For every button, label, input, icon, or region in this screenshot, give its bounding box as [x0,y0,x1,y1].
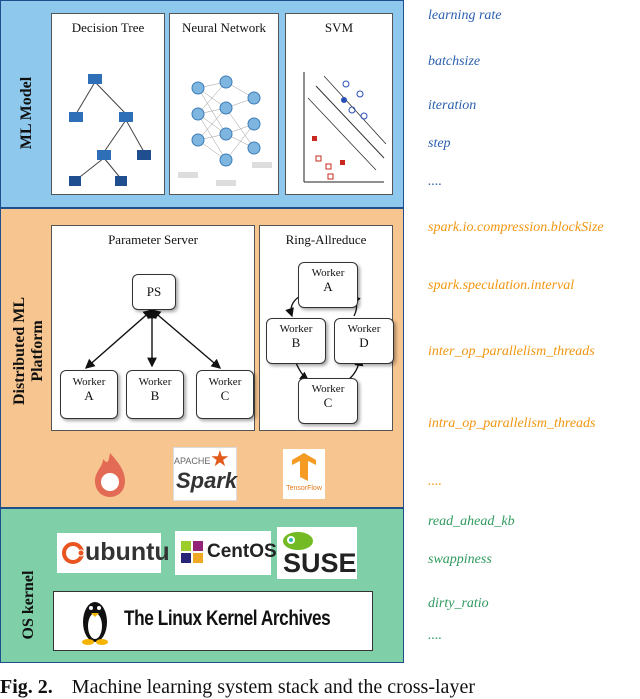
ring-allreduce-title: Ring-Allreduce [285,232,367,247]
svm-plot-icon [303,72,387,183]
param-inter-op-parallelism-threads: inter_op_parallelism_threads [428,344,595,359]
param-os-ellipsis: .... [428,628,442,643]
ml-model-label: ML Model [18,76,35,150]
param-batchsize: batchsize [428,54,481,69]
distributed-ml-platform-label: Distributed ML Platform [11,297,46,405]
figure-label: Fig. 2. [0,676,53,698]
neural-network-icon [178,75,272,186]
ubuntu-circle-icon [62,542,85,564]
suse-logo: SUSE [277,527,357,579]
param-platform-ellipsis: .... [428,474,442,489]
figure-caption-text: Machine learning system stack and the cr… [71,676,475,698]
param-intra-op-parallelism-threads: intra_op_parallelism_threads [428,416,596,431]
ps-worker-c: Worker C [196,370,254,419]
ring-worker-b: Worker B [266,318,326,364]
ring-worker-d: Worker D [334,318,394,364]
linux-kernel-archives-banner: The Linux Kernel Archives [53,591,373,651]
ubuntu-logo: ubuntu [57,533,170,573]
neural-network-panel: Neural Network [169,13,279,195]
parameter-server-arrows [84,308,222,369]
param-learning-rate: learning rate [428,8,502,23]
decision-tree-icon [69,74,151,186]
ps-worker-a: Worker A [60,370,118,419]
ring-worker-c: Worker C [298,378,358,424]
param-spark-speculation-interval: spark.speculation.interval [428,278,575,293]
param-ml-ellipsis: .... [428,174,442,189]
param-step: step [428,136,451,151]
ps-worker-b: Worker B [126,370,184,419]
parameter-server-panel: Parameter Server PS Worker A Worker B Wo… [51,225,255,431]
centos-logo: CentOS [175,531,277,575]
param-dirty-ratio: dirty_ratio [428,596,489,611]
svm-title: SVM [324,20,354,35]
centos-icon [181,541,203,563]
svm-panel: SVM [285,13,393,195]
param-iteration: iteration [428,98,477,113]
param-swappiness: swappiness [428,552,492,567]
ray-flame-logo [95,453,125,497]
os-kernel-label: OS kernel [20,570,37,640]
param-spark-io-compression-blocksize: spark.io.compression.blockSize [428,220,604,235]
parameter-server-title: Parameter Server [108,232,198,247]
param-read-ahead-kb: read_ahead_kb [428,514,515,529]
spark-logo: APACHE ★ Spark [173,447,237,501]
ml-model-layer: ML Model Decision Tree Neural Network [0,0,404,208]
ps-node: PS [132,274,176,310]
tensorflow-logo: TensorFlow [283,449,325,499]
ring-allreduce-panel: Ring-Allreduce Worker A Worker B Worker [259,225,394,431]
neural-network-title: Neural Network [181,20,267,35]
os-kernel-layer: OS kernel ubuntu CentOS SUSE [0,508,404,663]
figure-caption: Fig. 2. Machine learning system stack an… [0,676,475,699]
decision-tree-panel: Decision Tree [51,13,165,195]
tensorflow-icon [292,453,316,481]
ring-worker-a: Worker A [298,262,358,308]
suse-chameleon-icon [283,532,313,550]
tux-penguin-icon [82,602,108,645]
distributed-ml-platform-layer: Distributed ML Platform Parameter Server… [0,208,404,508]
decision-tree-title: Decision Tree [71,20,145,35]
